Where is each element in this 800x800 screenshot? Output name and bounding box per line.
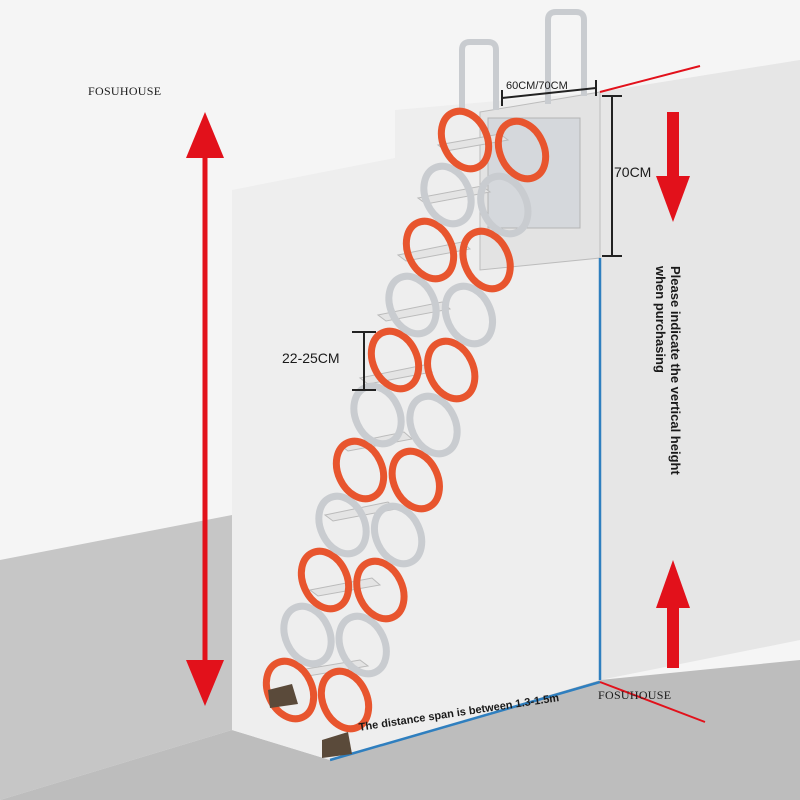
ladder-link (388, 447, 443, 513)
width-dimension-label: 60CM/70CM (506, 80, 568, 92)
depth-dimension-label: 70CM (614, 164, 652, 180)
width-dimension-icon (501, 80, 597, 106)
floor (0, 660, 800, 800)
ladder-link (332, 437, 388, 503)
ladder-link (402, 217, 458, 283)
ladder-link (367, 327, 423, 393)
floor-edge-line (599, 681, 706, 723)
ladder-link (420, 162, 475, 228)
ceiling-edge-line (599, 65, 701, 93)
ladder-link (477, 172, 532, 238)
up-arrow-icon (656, 560, 690, 668)
ladder (262, 107, 550, 758)
ladder-link (317, 667, 373, 733)
depth-dimension-icon (602, 95, 622, 257)
ladder-link (370, 502, 426, 568)
guide-lines (329, 258, 602, 762)
brand-watermark-top: FOSUHOUSE (88, 84, 162, 98)
ladder-link (280, 602, 335, 668)
ladder-link (385, 272, 440, 338)
down-arrow-icon (656, 112, 690, 222)
ladder-link (459, 227, 514, 293)
ladder-link (353, 557, 408, 623)
vertical-height-note: Please indicate the vertical height when… (653, 266, 683, 475)
ladder-link (335, 612, 390, 678)
ladder-link (406, 392, 461, 458)
ladder-link (297, 547, 353, 613)
step-spacing-label: 22-25CM (282, 350, 340, 366)
step-spacing-bracket-icon (352, 331, 376, 391)
ladder-foot-left (268, 684, 298, 708)
ladder-link (441, 282, 497, 348)
ladder-link (424, 337, 479, 403)
brand-watermark-bottom: FOSUHOUSE (598, 688, 672, 702)
floor-left (0, 515, 232, 800)
ladder-link (315, 492, 370, 558)
wall-right-face (600, 60, 800, 680)
ladder-link (494, 117, 550, 183)
floor-span-line (329, 680, 601, 762)
ladder-foot-right (322, 732, 352, 758)
ladder-right-rail (317, 117, 550, 733)
height-arrow-icon (186, 112, 224, 706)
ladder-link (437, 107, 493, 173)
